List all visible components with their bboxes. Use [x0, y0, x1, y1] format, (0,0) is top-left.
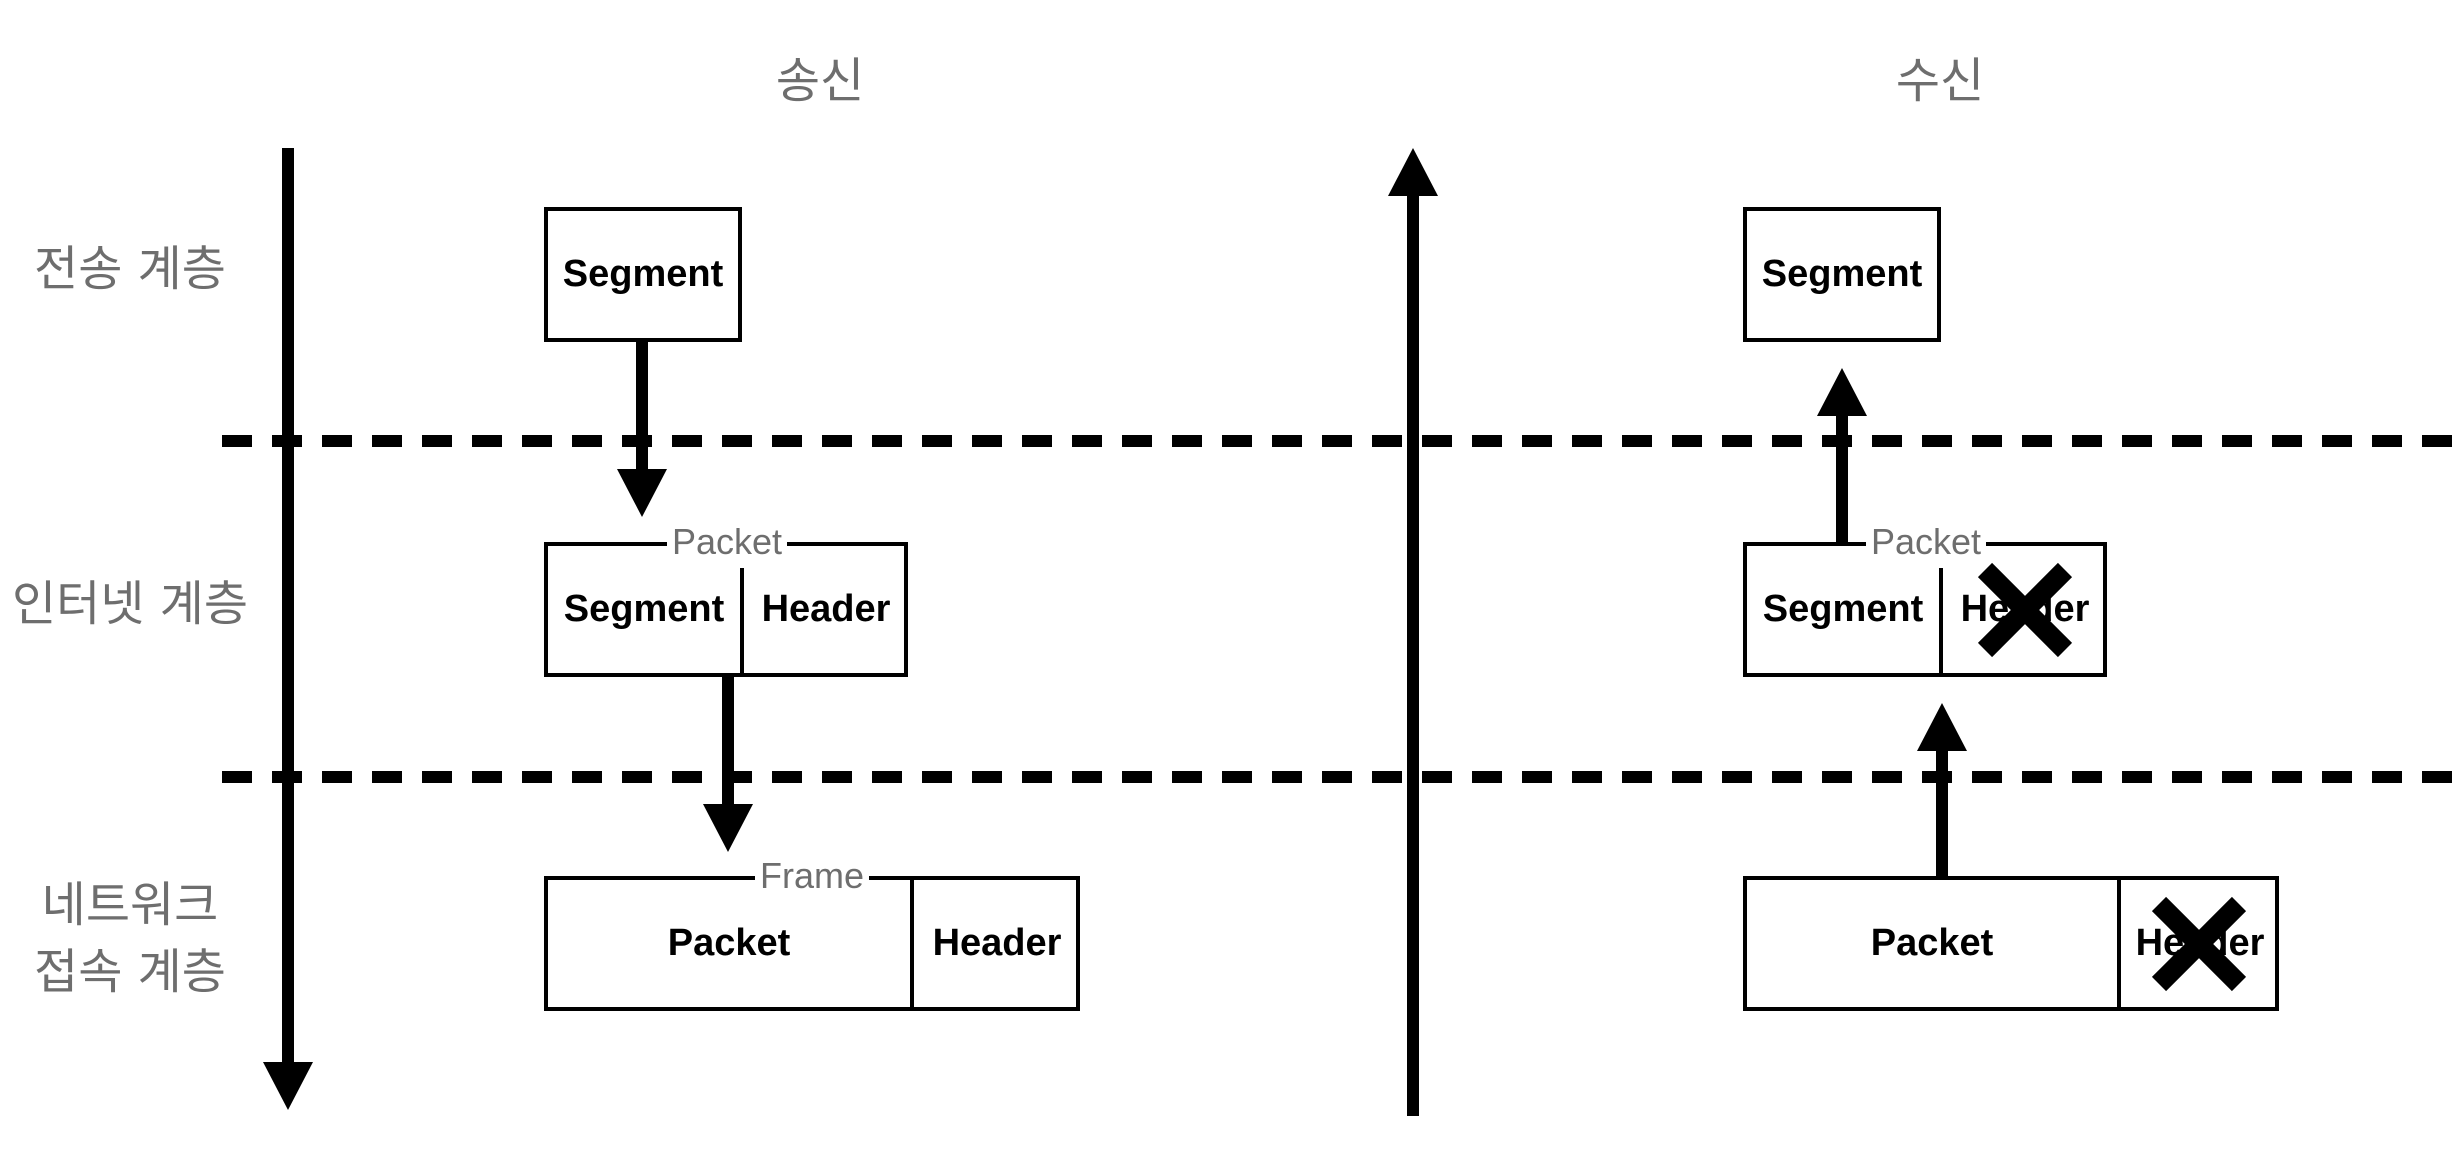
segment-cell: Segment	[562, 253, 724, 295]
send-packet-box: Segment Header Packet	[544, 516, 908, 677]
arrow-segment-to-packet	[617, 338, 667, 517]
receive-direction-arrow	[1388, 148, 1438, 1116]
network-access-layer-label: 네트워크 접속 계층	[34, 877, 226, 1001]
send-column-title: 송신	[775, 53, 865, 109]
send-frame-box: Packet Header Frame	[544, 850, 1080, 1011]
segment-cell: Segment	[1761, 253, 1923, 295]
frame-label: Frame	[755, 850, 870, 902]
receive-column-title: 수신	[1895, 53, 1985, 109]
header-cell: Header	[910, 880, 1080, 1007]
cross-mark-icon	[2151, 896, 2247, 992]
arrow-packet-to-frame	[703, 673, 753, 852]
packet-label: Packet	[667, 516, 788, 568]
internet-layer-label: 인터넷 계층	[11, 576, 249, 632]
receive-frame-box: Packet Header	[1743, 876, 2279, 1011]
send-direction-arrow	[263, 148, 313, 1110]
receive-segment-box: Segment	[1743, 207, 1941, 342]
segment-cell: Segment	[1762, 588, 1924, 630]
transport-layer-label: 전송 계층	[34, 241, 226, 297]
receive-packet-box: Segment Header Packet	[1743, 516, 2107, 677]
segment-cell: Segment	[563, 588, 725, 630]
arrow-frame-to-packet	[1917, 703, 1967, 880]
cross-mark-icon	[1977, 562, 2073, 658]
send-segment-box: Segment	[544, 207, 742, 342]
packet-cell: Packet	[667, 922, 791, 964]
packet-cell: Packet	[1870, 922, 1994, 964]
header-cell: Header	[740, 546, 908, 673]
arrow-packet-to-segment	[1817, 368, 1867, 545]
packet-label: Packet	[1866, 516, 1987, 568]
